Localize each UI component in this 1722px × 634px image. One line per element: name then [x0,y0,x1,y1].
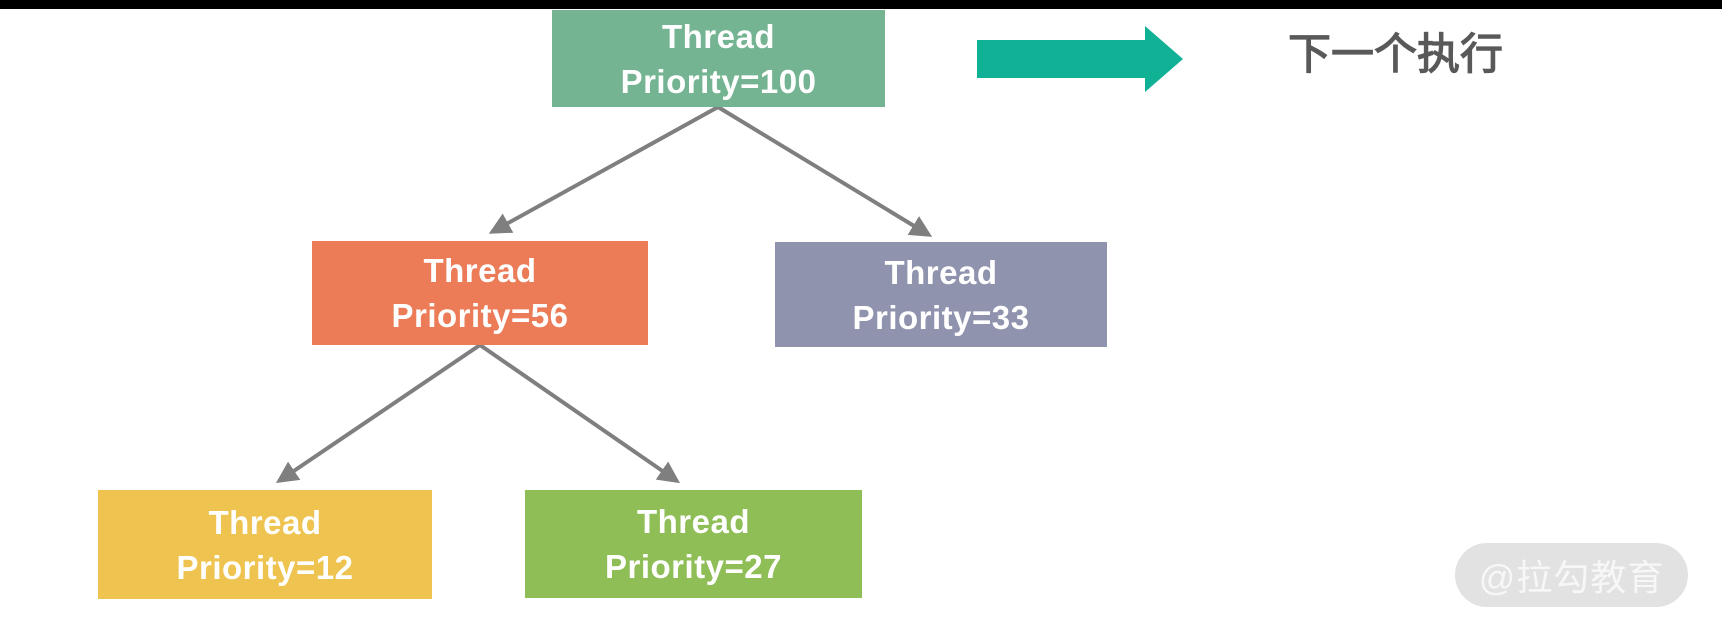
node-label-line2: Priority=33 [852,298,1030,336]
node-label-line1: Thread [208,503,322,541]
edge-priority56-to-priority12 [275,343,482,484]
next-execution-arrow-icon [977,26,1183,92]
edge-root-to-priority33 [716,105,933,237]
node-thread-priority-27: Thread Priority=27 [525,490,862,598]
node-label-line1: Thread [884,253,998,291]
node-label-line2: Priority=100 [620,62,817,100]
node-thread-priority-56: Thread Priority=56 [312,241,648,345]
edge-root-to-priority56 [488,105,719,234]
node-label-line2: Priority=56 [391,297,569,334]
watermark-badge: @拉勾教育 [1455,543,1688,607]
node-label-line1: Thread [661,17,776,55]
node-thread-priority-33: Thread Priority=33 [775,242,1107,347]
next-execution-label: 下一个执行 [1288,31,1503,79]
edge-priority56-to-priority27 [478,343,681,484]
node-thread-priority-12: Thread Priority=12 [98,490,432,599]
node-label-line2: Priority=12 [176,548,354,586]
node-thread-priority-100: Thread Priority=100 [552,10,885,107]
node-label-line1: Thread [636,503,751,540]
top-black-bar [0,0,1722,9]
watermark-text: @拉勾教育 [1478,557,1665,598]
node-label-line2: Priority=27 [604,548,782,585]
node-label-line1: Thread [423,252,537,289]
